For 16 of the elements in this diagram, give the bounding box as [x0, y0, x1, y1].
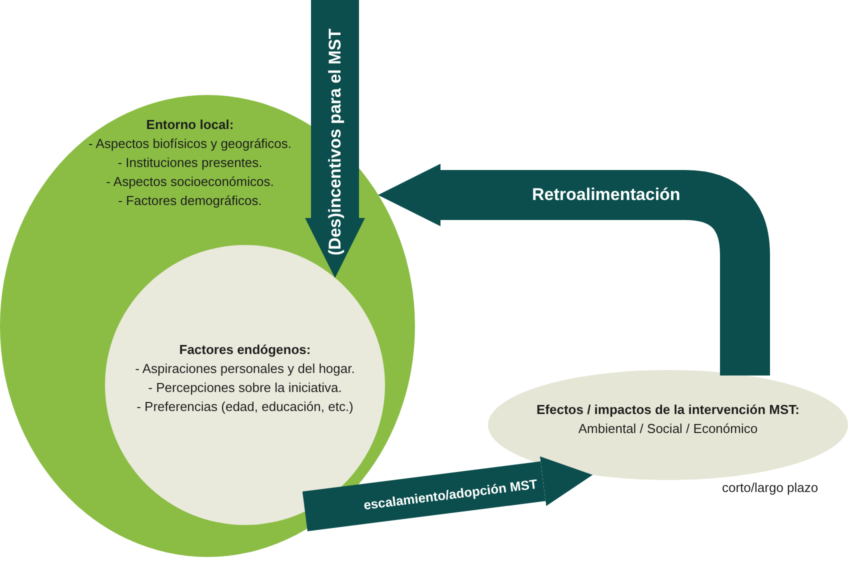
body-text: - Aspectos biofísicos y geográficos. [87, 135, 293, 153]
body-text: - Factores demográficos. [117, 192, 263, 210]
body-text: - Preferencias (edad, educación, etc.) [136, 398, 354, 416]
arrow-label: (Des)incentivos para el MST [324, 28, 345, 256]
body-text: Ambiental / Social / Económico [577, 420, 759, 438]
note-text: corto/largo plazo [722, 480, 818, 495]
block-arrow [302, 456, 593, 532]
body-text: - Instituciones presentes. [116, 154, 264, 172]
heading-text: Factores endógenos: [178, 341, 312, 359]
arrow-label: Retroalimentación [532, 185, 680, 205]
heading-text: Efectos / impactos de la intervención MST: [536, 401, 800, 419]
body-text: - Aspiraciones personales y del hogar. [134, 360, 356, 378]
body-text: - Percepciones sobre la iniciativa. [147, 379, 343, 397]
body-text: - Aspectos socioeconómicos. [105, 173, 275, 191]
heading-text: Entorno local: [145, 116, 235, 134]
block-arrow [305, 0, 365, 278]
